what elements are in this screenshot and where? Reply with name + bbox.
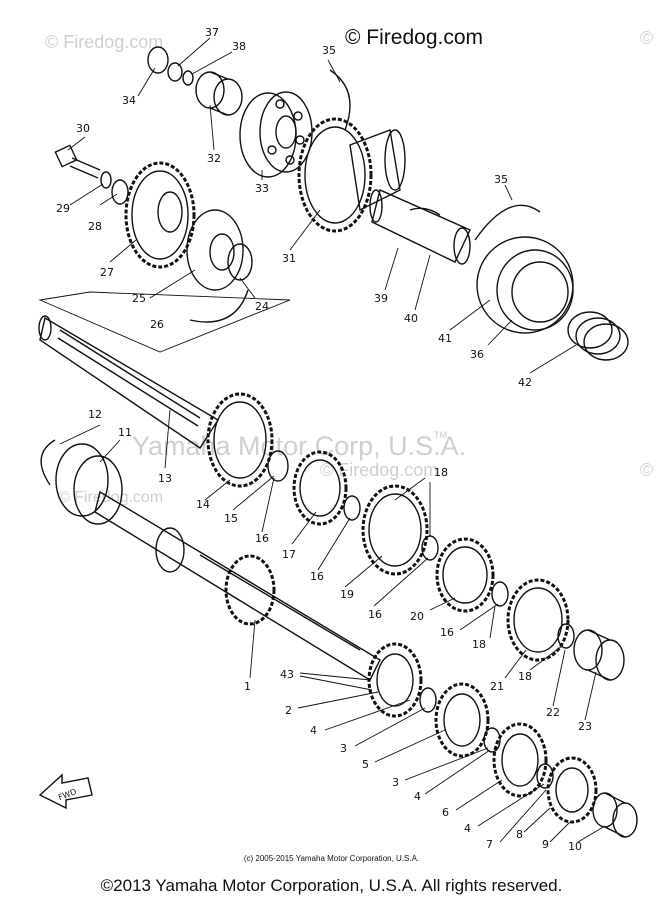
bearing-10 — [592, 792, 638, 838]
callout-27: 27 — [100, 266, 114, 279]
callout-16d: 16 — [440, 626, 454, 639]
callout-25: 25 — [132, 292, 146, 305]
footer-copyright: ©2013 Yamaha Motor Corporation, U.S.A. A… — [100, 876, 563, 895]
bearing-25 — [186, 209, 244, 291]
bearing-33 — [239, 91, 313, 178]
callout-10: 10 — [568, 840, 582, 853]
gear-5 — [434, 682, 490, 758]
callout-32: 32 — [207, 152, 221, 165]
footer-small-copyright: (c) 2005-2015 Yamaha Motor Corporation, … — [243, 854, 420, 863]
callout-21: 21 — [490, 680, 504, 693]
callout-38: 38 — [232, 40, 246, 53]
shaft-13 — [38, 315, 219, 449]
callout-14: 14 — [196, 498, 210, 511]
callout-12: 12 — [88, 408, 102, 421]
gear-27 — [124, 161, 196, 269]
callout-37: 37 — [205, 26, 219, 39]
watermark-corner-tr: © — [640, 28, 653, 48]
watermark-top-left: © Firedog.com — [45, 32, 163, 52]
callout-30: 30 — [76, 122, 90, 135]
callout-16: 16 — [255, 532, 269, 545]
shaft-39-40 — [369, 189, 471, 265]
callout-16c: 16 — [368, 608, 382, 621]
callout-17: 17 — [282, 548, 296, 561]
circlip-34 — [147, 46, 169, 74]
callout-2: 2 — [285, 704, 292, 717]
gear-17 — [292, 450, 348, 526]
trademark-mark: TM — [434, 430, 447, 440]
collar-32 — [195, 71, 243, 116]
circlip-35b — [474, 204, 541, 241]
callout-8: 8 — [516, 828, 523, 841]
callout-3b: 3 — [392, 776, 399, 789]
callout-31: 31 — [282, 252, 296, 265]
callout-7: 7 — [486, 838, 493, 851]
gear-20 — [435, 537, 495, 613]
callout-41: 41 — [438, 332, 452, 345]
callout-13: 13 — [158, 472, 172, 485]
callout-35b: 35 — [494, 173, 508, 186]
callout-26: 26 — [150, 318, 164, 331]
watermark-mid: © Firedog.com — [320, 460, 438, 480]
callout-3: 3 — [340, 742, 347, 755]
callout-4b: 4 — [414, 790, 421, 803]
circlip-12 — [40, 439, 56, 486]
fwd-arrow-icon — [38, 773, 93, 810]
callout-4: 4 — [310, 724, 317, 737]
callout-42: 42 — [518, 376, 532, 389]
callout-36: 36 — [470, 348, 484, 361]
callout-18c: 18 — [518, 670, 532, 683]
center-watermark: Yamaha Motor Corp, U.S.A. — [132, 431, 466, 461]
watermark-corner-mr: © — [640, 460, 653, 480]
housing-41 — [476, 236, 574, 334]
callout-16b: 16 — [310, 570, 324, 583]
callout-1: 1 — [244, 680, 251, 693]
bolt-30 — [54, 144, 101, 179]
gear-9 — [546, 756, 598, 824]
circlip-26 — [189, 289, 249, 323]
callout-28: 28 — [88, 220, 102, 233]
callout-6: 6 — [442, 806, 449, 819]
bearing-11 — [55, 443, 123, 525]
callout-43: 43 — [280, 668, 294, 681]
callout-29: 29 — [56, 202, 70, 215]
gear-6 — [492, 722, 548, 798]
callout-5: 5 — [362, 758, 369, 771]
callout-9: 9 — [542, 838, 549, 851]
callout-20: 20 — [410, 610, 424, 623]
callout-34: 34 — [122, 94, 136, 107]
watermark-group: © Firedog.com © Firedog.com © Firedog.co… — [45, 28, 653, 506]
washer-15 — [267, 450, 289, 482]
callout-40: 40 — [404, 312, 418, 325]
callout-35: 35 — [322, 44, 336, 57]
brand-watermark: © Firedog.com — [345, 26, 484, 49]
needle-bearing-23 — [573, 629, 625, 681]
callout-18b: 18 — [472, 638, 486, 651]
callout-11: 11 — [118, 426, 132, 439]
callout-33: 33 — [255, 182, 269, 195]
spring-42 — [567, 311, 629, 361]
callout-18: 18 — [434, 466, 448, 479]
callout-24: 24 — [255, 300, 269, 313]
gear-19 — [361, 484, 429, 576]
callout-4c: 4 — [464, 822, 471, 835]
gear-21 — [506, 578, 570, 662]
callout-15: 15 — [224, 512, 238, 525]
callout-23: 23 — [578, 720, 592, 733]
gear-31 — [297, 117, 406, 233]
watermark-mid-left: © Firedog.com — [58, 489, 163, 506]
callout-labels: 37 38 35 34 30 32 33 29 28 31 35 27 25 2… — [56, 26, 592, 853]
callout-39: 39 — [374, 292, 388, 305]
callout-22: 22 — [546, 706, 560, 719]
gear-14 — [206, 392, 274, 488]
callout-19: 19 — [340, 588, 354, 601]
ring-24 — [227, 243, 253, 281]
